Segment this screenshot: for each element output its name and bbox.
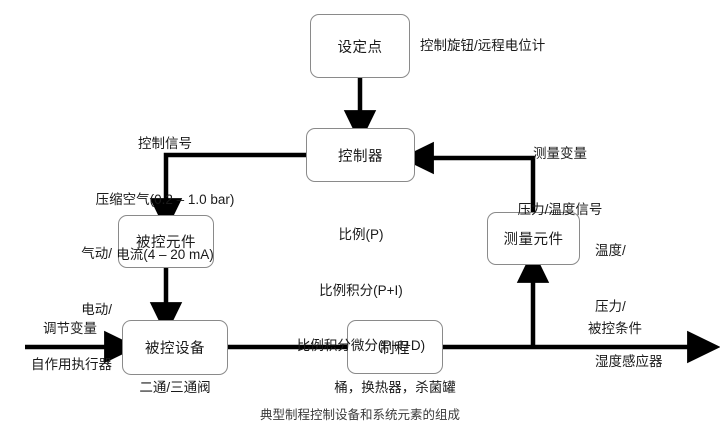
sensor-note-line-1: 温度/	[595, 243, 626, 258]
measured-variable-line-1: 测量变量	[533, 146, 587, 161]
controller-mode-label: 比例(P) 比例积分(P+I) 比例积分微分(P+I+D)	[250, 189, 472, 393]
setpoint-box-label: 设定点	[337, 39, 383, 56]
controller-box[interactable]: 控制器	[306, 128, 415, 182]
sensor-note-line-3: 湿度感应器	[595, 354, 663, 369]
controller-mode-line-1: 比例(P)	[338, 227, 384, 242]
controlled-equipment-box-label: 被控设备	[145, 341, 205, 357]
controlled-condition-label: 被控条件	[588, 321, 642, 336]
controller-mode-line-2: 比例积分(P+I)	[319, 282, 403, 298]
process-note-label: 桶，换热器，杀菌罐	[334, 380, 456, 395]
connector-measuring-element-to-controller	[400, 141, 536, 212]
controlled-equipment-box[interactable]: 被控设备	[122, 320, 228, 375]
process-box[interactable]: 制程	[347, 320, 443, 374]
sensor-note-label: 温度/ 压力/ 湿度感应器	[595, 205, 715, 409]
measured-variable-line-2: 压力/温度信号	[517, 201, 603, 217]
controller-mode-line-3: 比例积分微分(P+I+D)	[296, 338, 426, 353]
setpoint-note-label: 控制旋钮/远程电位计	[420, 38, 546, 53]
diagram-caption: 典型制程控制设备和系统元素的组成	[259, 408, 460, 422]
actuator-note-line-1: 气动/	[81, 246, 112, 261]
valve-note-label: 二通/三通阀	[139, 380, 211, 395]
controlled-element-box-label: 被控元件	[136, 235, 196, 251]
process-box-label: 制程	[380, 340, 410, 357]
setpoint-box[interactable]: 设定点	[310, 14, 410, 78]
actuator-note-label: 气动/ 电动/ 自作用执行器	[5, 208, 112, 412]
measuring-element-box-label: 测量元件	[503, 232, 564, 248]
control-signal-line-1: 控制信号	[138, 136, 192, 151]
measured-variable-label: 测量变量 压力/温度信号	[470, 108, 650, 256]
actuator-note-line-3: 自作用执行器	[31, 357, 112, 372]
controller-box-label: 控制器	[338, 148, 383, 165]
control-signal-line-3: 电流(4 – 20 mA)	[116, 247, 214, 262]
sensor-note-line-2: 压力/	[595, 298, 626, 314]
connector-controller-to-controlled-element	[149, 152, 306, 232]
manipulated-variable-label: 调节变量	[43, 321, 97, 336]
actuator-note-line-2: 电动/	[81, 301, 112, 317]
